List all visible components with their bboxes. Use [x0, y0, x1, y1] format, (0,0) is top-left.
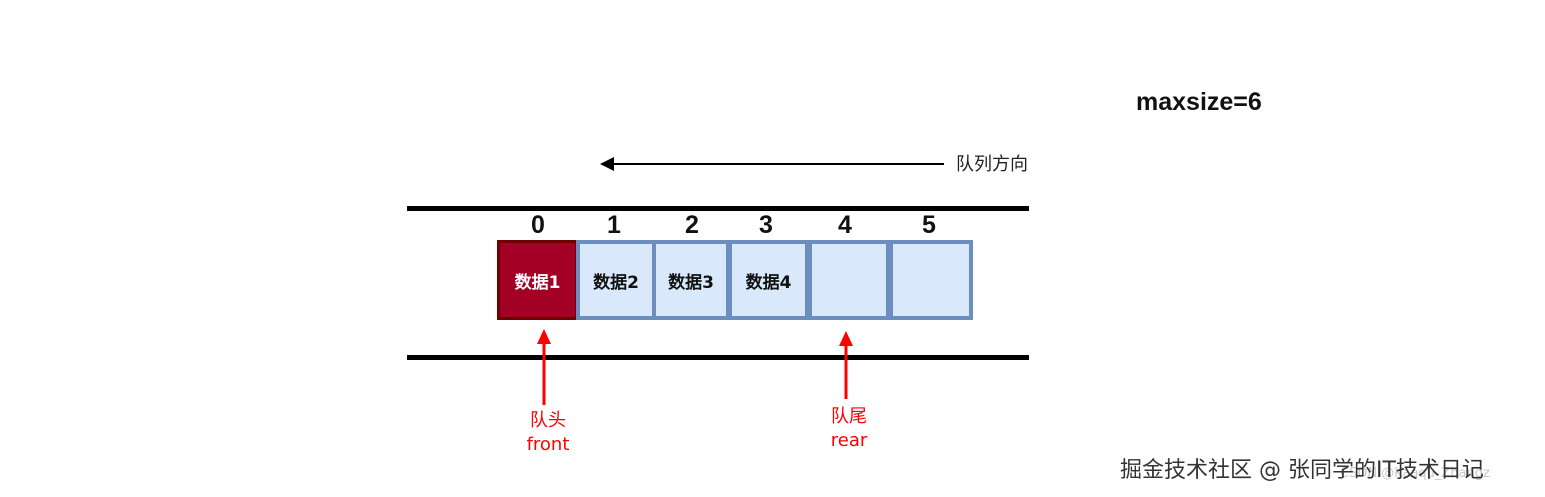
queue-top-rail	[407, 206, 1029, 211]
front-label-cn: 队头	[530, 410, 566, 431]
juejin-watermark: 掘金技术社区 @ 张同学的IT技术日记	[1120, 458, 1484, 483]
slot-index-5: 5	[922, 211, 936, 239]
maxsize-label: maxsize=6	[1136, 88, 1262, 116]
rear-label-en: rear	[830, 430, 868, 451]
front-label-en: front	[526, 434, 570, 455]
queue-slot-3: 数据4	[728, 240, 809, 320]
slot-index-4: 4	[838, 211, 852, 239]
slot-index-0: 0	[531, 211, 545, 239]
direction-arrow	[600, 157, 944, 171]
slot-index-3: 3	[759, 211, 773, 239]
slot-index-1: 1	[607, 211, 621, 239]
queue-slot-0: 数据1	[497, 240, 578, 320]
queue-slot-2: 数据3	[652, 240, 730, 320]
rear-pointer-label: 队尾 rear	[809, 405, 889, 453]
queue-direction-label: 队列方向	[956, 154, 1028, 175]
front-arrow	[537, 329, 551, 405]
rear-arrow	[839, 331, 853, 399]
queue-slot-4	[808, 240, 890, 320]
csdn-watermark: CSDN @Kaaqu_Zhangz	[1340, 466, 1490, 481]
front-pointer-label: 队头 front	[508, 409, 588, 457]
queue-slot-5	[889, 240, 973, 320]
queue-bottom-rail	[407, 355, 1029, 360]
rear-label-cn: 队尾	[831, 406, 867, 427]
slot-index-2: 2	[685, 211, 699, 239]
